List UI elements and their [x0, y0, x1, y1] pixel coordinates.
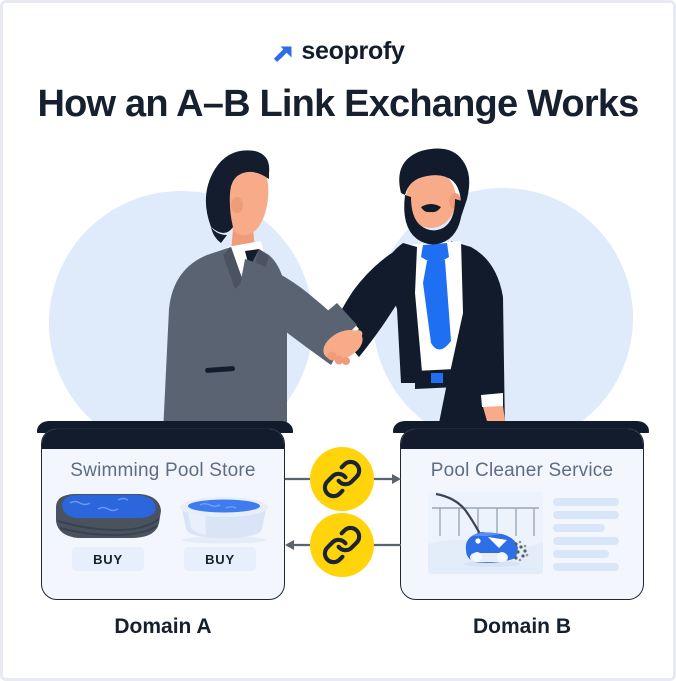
domain-b-card: Pool Cleaner Service — [400, 428, 644, 600]
businessman-right — [331, 148, 505, 433]
brush — [514, 540, 529, 562]
businessman-left — [163, 150, 349, 433]
domain-a-card: Swimming Pool Store BUY BUY — [41, 428, 285, 600]
placeholder-line — [553, 550, 609, 558]
link-badge-top — [310, 447, 374, 511]
chain-link-icon — [322, 525, 362, 565]
browser-bar-b — [401, 429, 643, 449]
site-title-b: Pool Cleaner Service — [430, 460, 614, 481]
placeholder-line — [553, 511, 619, 519]
cleaner-cord — [435, 492, 482, 537]
link-exchange-arrows — [285, 447, 401, 577]
browser-bar-a — [42, 429, 284, 449]
chain-link-icon — [322, 459, 362, 499]
domain-a-label: Domain A — [114, 615, 212, 638]
arrow-up-right-icon — [274, 46, 292, 62]
site-title-a: Swimming Pool Store — [70, 460, 256, 481]
placeholder-line — [553, 524, 605, 532]
page-title: How an A–B Link Exchange Works — [37, 83, 639, 125]
oval-frame-pool — [56, 494, 161, 538]
pool-cleaner-robot — [464, 532, 529, 567]
domain-b-label: Domain B — [472, 615, 571, 638]
round-inflatable-pool — [180, 497, 268, 544]
hair-left-man — [205, 150, 270, 233]
placeholder-line — [553, 498, 619, 506]
handshake-illustration — [37, 148, 649, 433]
tie-right-man — [423, 260, 451, 350]
fence — [432, 507, 539, 536]
beard-right-man — [404, 195, 463, 245]
buy-button-1[interactable]: BUY — [72, 547, 144, 571]
buy-button-2[interactable]: BUY — [184, 547, 256, 571]
brand-name: seoprofy — [301, 37, 405, 65]
handshake-hands — [313, 303, 363, 365]
text-placeholder-lines — [553, 498, 619, 576]
hair-right-man — [399, 148, 470, 223]
link-badge-bottom — [310, 513, 374, 577]
robotic-pool-cleaner-image — [428, 492, 543, 574]
logo: seoprofy — [3, 37, 673, 66]
placeholder-line — [553, 537, 619, 545]
pool-products-image — [56, 494, 268, 544]
placeholder-line — [553, 563, 619, 571]
arm-left-man — [239, 259, 349, 365]
